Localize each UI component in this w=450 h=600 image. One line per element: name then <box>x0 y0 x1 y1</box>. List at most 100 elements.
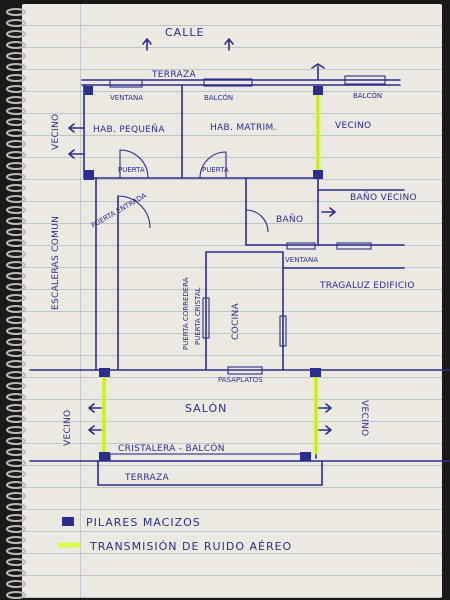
binding-ring <box>6 569 26 577</box>
binding-ring <box>6 63 26 71</box>
balcon-1-frame <box>203 78 253 87</box>
binding-ring <box>6 283 26 291</box>
binding-ring <box>6 250 26 258</box>
walls-kitchen <box>205 251 405 371</box>
legend: PILARES MACIZOS TRANSMISIÓN DE RUIDO AÉR… <box>57 516 292 553</box>
calle-label: CALLE <box>165 26 204 39</box>
binding-ring <box>6 162 26 170</box>
terraza-bottom-label: TERRAZA <box>124 473 169 483</box>
escaleras-comun-label: ESCALERAS COMUN <box>51 216 61 310</box>
pasaplatos-label: PASAPLATOS <box>218 376 263 384</box>
noise-highlights <box>101 89 321 455</box>
binding-ring <box>6 415 26 423</box>
binding-ring <box>6 305 26 313</box>
ventana-bano-label: VENTANA <box>285 256 318 264</box>
tragaluz-label: TRAGALUZ EDIFICIO <box>319 281 415 291</box>
vecino-top-right-label: VECINO <box>335 121 371 131</box>
bano-vecino-arrow <box>321 207 336 217</box>
binding-ring <box>6 448 26 456</box>
binding-ring <box>6 30 26 38</box>
binding-ring <box>6 107 26 115</box>
binding-ring <box>6 129 26 137</box>
binding-ring <box>6 96 26 104</box>
binding-ring <box>6 426 26 434</box>
cristalera-label: CRISTALERA - BALCÓN <box>118 442 225 454</box>
terraza-top-label: TERRAZA <box>151 70 196 80</box>
binding-ring <box>6 239 26 247</box>
puerta-2-label: PUERTA <box>202 166 229 174</box>
salon-side-arrows <box>88 403 332 435</box>
binding-ring <box>6 591 26 599</box>
spiral-binding <box>6 8 26 599</box>
binding-ring <box>6 327 26 335</box>
binding-ring <box>6 503 26 511</box>
binding-ring <box>6 206 26 214</box>
puerta-corredera-label: PUERTA CORREDERA <box>182 277 190 350</box>
binding-ring <box>6 349 26 357</box>
binding-ring <box>6 481 26 489</box>
binding-ring <box>6 547 26 555</box>
binding-ring <box>6 140 26 148</box>
terrace-bottom-ends <box>97 460 323 486</box>
binding-ring <box>6 8 26 16</box>
binding-ring <box>6 217 26 225</box>
binding-ring <box>6 514 26 522</box>
ventana-vecino-frame <box>336 242 372 250</box>
street-arrows <box>142 38 234 51</box>
binding-ring <box>6 118 26 126</box>
binding-ring <box>6 558 26 566</box>
terrace-top-rail <box>81 63 401 86</box>
binding-ring <box>6 536 26 544</box>
binding-ring <box>6 294 26 302</box>
binding-ring <box>6 459 26 467</box>
hab-pequena-label: HAB. PEQUEÑA <box>93 124 165 135</box>
binding-ring <box>6 228 26 236</box>
binding-ring <box>6 404 26 412</box>
legend-pillar-swatch <box>62 517 74 526</box>
ventana-top-label: VENTANA <box>110 94 143 102</box>
binding-ring <box>6 19 26 27</box>
binding-ring <box>6 470 26 478</box>
vecino-left-arrows <box>68 123 85 159</box>
binding-ring <box>6 173 26 181</box>
binding-ring <box>6 360 26 368</box>
vecino-right-bottom-label: VECINO <box>359 400 369 436</box>
binding-ring <box>6 525 26 533</box>
cristalera-frame <box>109 453 303 462</box>
door-hab-pequena <box>119 149 149 179</box>
door-entrada <box>117 195 151 229</box>
binding-ring <box>6 52 26 60</box>
binding-ring <box>6 195 26 203</box>
binding-ring <box>6 371 26 379</box>
margin-line <box>80 4 81 598</box>
binding-ring <box>6 437 26 445</box>
binding-ring <box>6 382 26 390</box>
puerta-entrada-label: PUERTA ENTRADA <box>90 192 148 230</box>
binding-ring <box>6 184 26 192</box>
puerta-cristal-label: PUERTA CRISTAL <box>194 287 202 345</box>
puerta-1-label: PUERTA <box>118 166 145 174</box>
binding-ring <box>6 580 26 588</box>
door-bano <box>245 209 269 233</box>
bano-vecino-label: BAÑO VECINO <box>350 192 417 203</box>
binding-ring <box>6 393 26 401</box>
kitchen-window-frame <box>279 315 287 347</box>
ventana-bano-frame <box>286 242 316 250</box>
hab-matrim-label: HAB. MATRIM. <box>210 123 277 133</box>
binding-ring <box>6 272 26 280</box>
binding-ring <box>6 338 26 346</box>
ventana-top-frame <box>109 79 143 88</box>
balcon-1-label: BALCÓN <box>204 93 233 102</box>
legend-noise-label: TRANSMISIÓN DE RUIDO AÉREO <box>89 540 292 553</box>
binding-ring <box>6 492 26 500</box>
vecino-left-bottom-label: VECINO <box>63 410 73 446</box>
balcon-2-label: BALCÓN <box>353 91 382 100</box>
binding-ring <box>6 316 26 324</box>
notebook-sheet <box>22 4 442 598</box>
binding-ring <box>6 74 26 82</box>
binding-ring <box>6 151 26 159</box>
vecino-left-top-label: VECINO <box>51 114 61 150</box>
binding-ring <box>6 85 26 93</box>
